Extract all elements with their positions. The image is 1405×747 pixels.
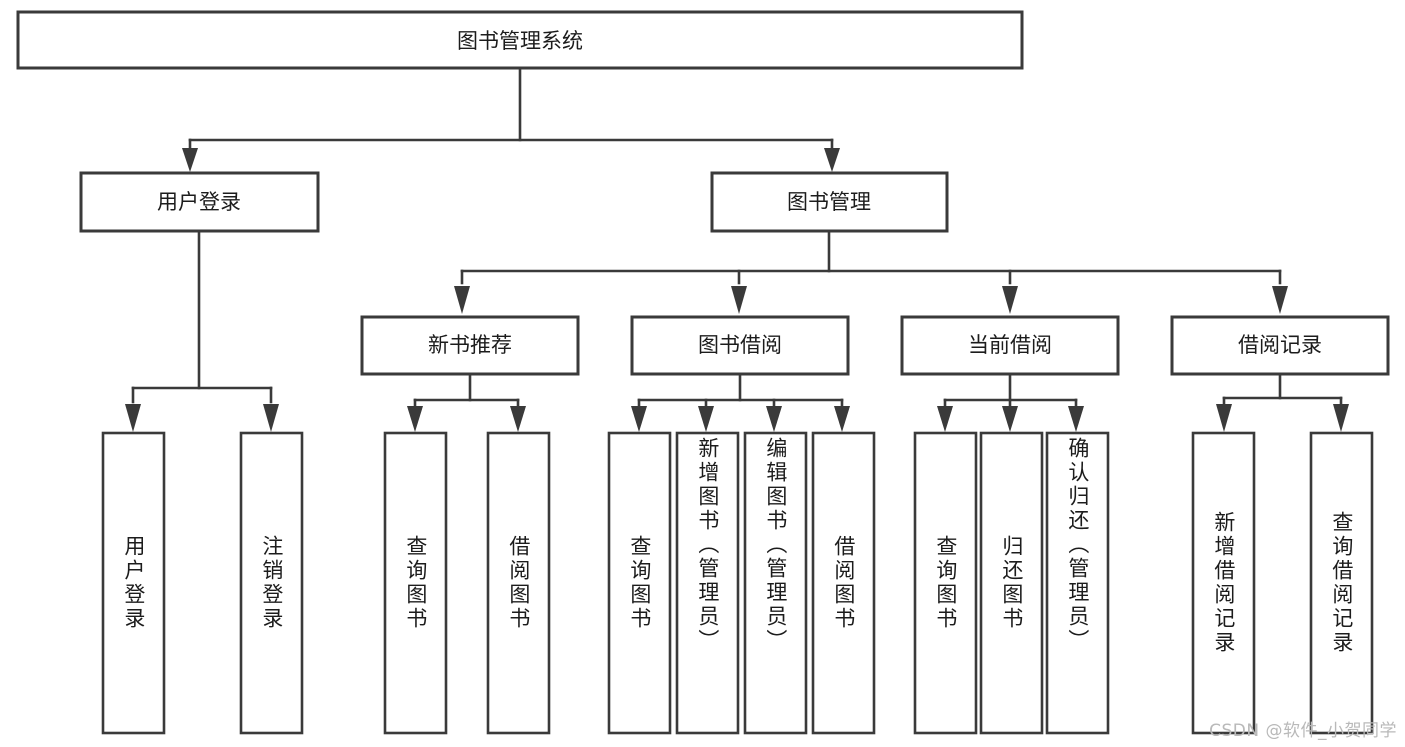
node-root[interactable]: 图书管理系统 <box>16 10 1024 70</box>
connector-userlogin-to-leaves <box>125 229 279 432</box>
connector-currentborrow-to-leaves <box>937 372 1084 432</box>
node-new-book-recommend-label: 新书推荐 <box>428 333 512 357</box>
leaf-box-query-record[interactable] <box>1309 431 1374 735</box>
node-current-borrow[interactable]: 当前借阅 <box>900 315 1120 376</box>
node-borrow-record-label: 借阅记录 <box>1238 333 1322 357</box>
leaf-box-user-login[interactable] <box>101 431 166 735</box>
leaf-box-query-book-3[interactable] <box>913 431 978 735</box>
node-borrow-record[interactable]: 借阅记录 <box>1170 315 1390 376</box>
leaf-box-user-logout[interactable] <box>239 431 304 735</box>
leaf-box-add-record[interactable] <box>1191 431 1256 735</box>
node-new-book-recommend[interactable]: 新书推荐 <box>360 315 580 376</box>
connector-borrowrecord-to-leaves <box>1216 372 1349 432</box>
node-user-login[interactable]: 用户登录 <box>79 171 320 233</box>
node-book-manage-label: 图书管理 <box>787 190 871 214</box>
connector-newbook-to-leaves <box>407 372 526 432</box>
node-user-login-label: 用户登录 <box>157 190 241 214</box>
leaf-box-borrow-book-1[interactable] <box>486 431 551 735</box>
connector-root-to-level2 <box>182 66 840 172</box>
leaf-box-edit-book[interactable] <box>743 431 808 735</box>
node-root-label: 图书管理系统 <box>457 29 583 53</box>
leaf-box-confirm-return[interactable] <box>1045 431 1110 735</box>
leaf-box-query-book-1[interactable] <box>383 431 448 735</box>
leaf-box-query-book-2[interactable] <box>607 431 672 735</box>
node-book-manage[interactable]: 图书管理 <box>710 171 949 233</box>
leaf-box-borrow-book-2[interactable] <box>811 431 876 735</box>
node-current-borrow-label: 当前借阅 <box>968 333 1052 357</box>
leaf-box-add-book[interactable] <box>675 431 740 735</box>
watermark-text: CSDN @软件_小贺同学 <box>1209 721 1397 741</box>
connector-bookmanage-to-level3 <box>454 229 1288 314</box>
connector-bookborrow-to-leaves <box>631 372 850 432</box>
node-book-borrow-label: 图书借阅 <box>698 333 782 357</box>
leaf-box-return-book[interactable] <box>979 431 1044 735</box>
node-book-borrow[interactable]: 图书借阅 <box>630 315 850 376</box>
